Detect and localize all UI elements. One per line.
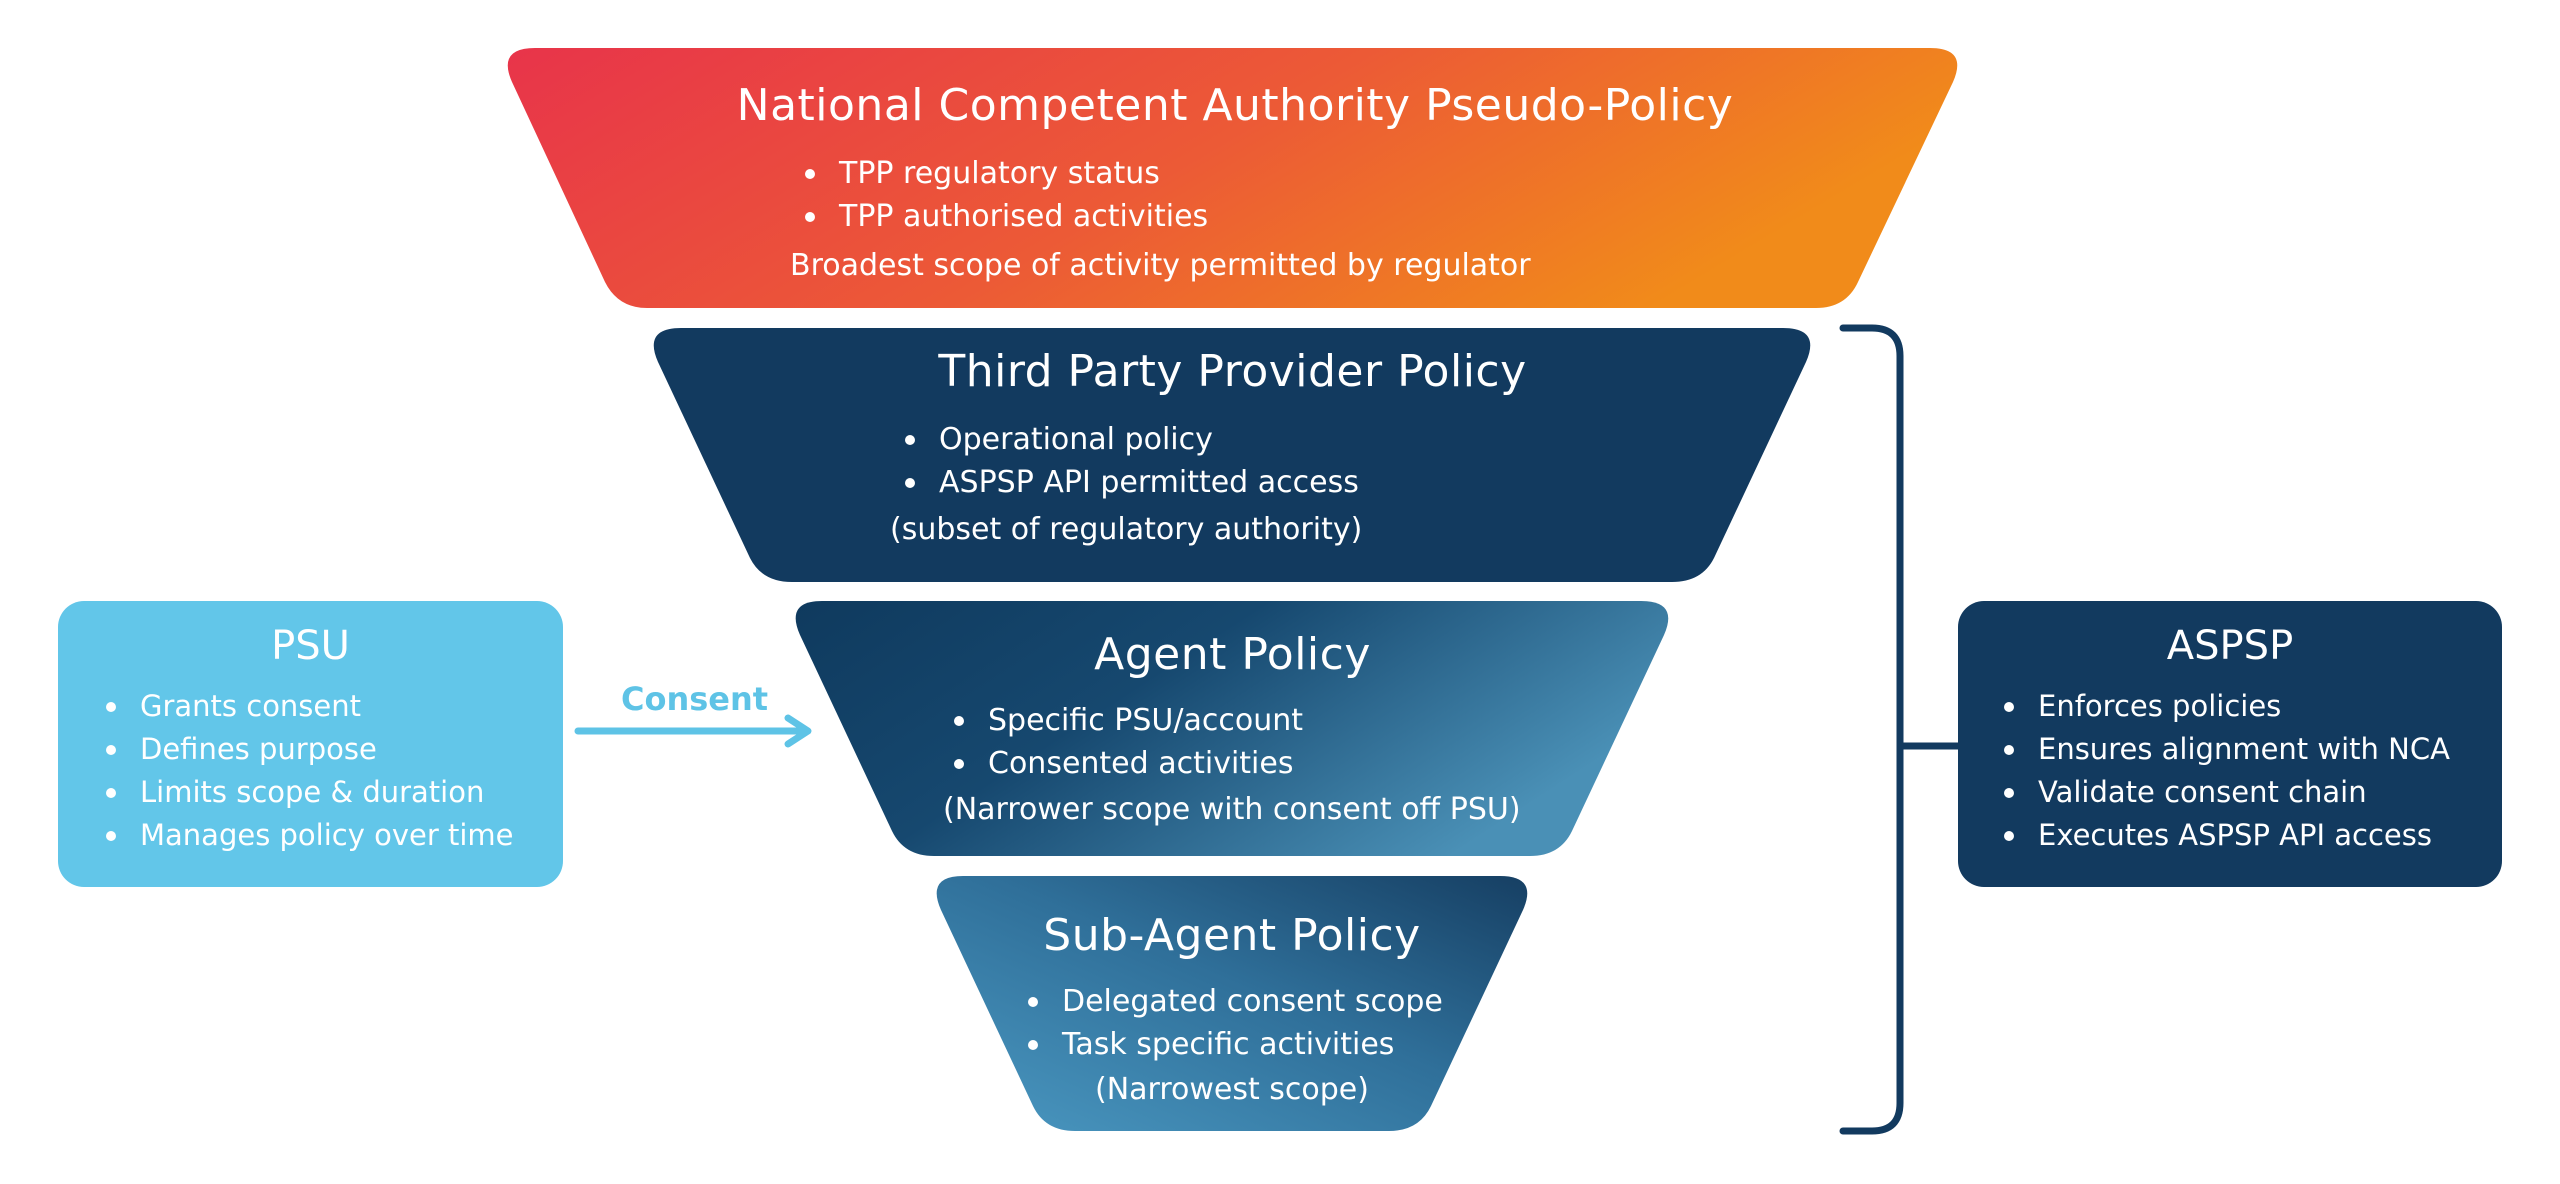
psu-bullets: Grants consent Defines purpose Limits sc… (100, 685, 514, 857)
tier-tpp-title: Third Party Provider Policy (938, 346, 1527, 397)
tier-tpp-note: (subset of regulatory authority) (890, 512, 1363, 547)
tier-agent: Agent Policy Specific PSU/account Consen… (785, 601, 1680, 856)
tier-subagent: Sub-Agent Policy Delegated consent scope… (926, 876, 1538, 1131)
psu-title: PSU (271, 623, 350, 669)
list-item: Operational policy (903, 418, 1359, 461)
list-item: Consented activities (952, 742, 1303, 785)
tier-agent-shape (795, 601, 1669, 856)
list-item: Validate consent chain (1998, 771, 2450, 814)
list-item: Ensures alignment with NCA (1998, 728, 2450, 771)
tier-tpp-bullets: Operational policy ASPSP API permitted a… (903, 418, 1359, 504)
tier-subagent-shape (936, 876, 1528, 1131)
aspsp-title: ASPSP (2166, 623, 2294, 669)
list-item: Limits scope & duration (100, 771, 514, 814)
list-item: TPP authorised activities (803, 195, 1208, 238)
list-item: TPP regulatory status (803, 152, 1208, 195)
list-item: Specific PSU/account (952, 699, 1303, 742)
tier-tpp-shape (653, 328, 1811, 582)
tier-nca: National Competent Authority Pseudo-Poli… (500, 48, 1970, 308)
list-item: Delegated consent scope (1026, 980, 1443, 1023)
list-item: Grants consent (100, 685, 514, 728)
tier-agent-bullets: Specific PSU/account Consented activitie… (952, 699, 1303, 785)
tier-agent-note: (Narrower scope with consent off PSU) (943, 792, 1521, 827)
tier-subagent-bullets: Delegated consent scope Task specific ac… (1026, 980, 1443, 1066)
tier-subagent-note: (Narrowest scope) (1095, 1072, 1369, 1107)
tier-nca-note: Broadest scope of activity permitted by … (790, 248, 1531, 283)
aspsp-bracket (1839, 324, 1904, 1135)
tier-nca-bullets: TPP regulatory status TPP authorised act… (803, 152, 1208, 238)
list-item: Executes ASPSP API access (1998, 814, 2450, 857)
tier-tpp: Third Party Provider Policy Operational … (650, 328, 1815, 582)
list-item: Defines purpose (100, 728, 514, 771)
list-item: ASPSP API permitted access (903, 461, 1359, 504)
list-item: Manages policy over time (100, 814, 514, 857)
tier-nca-title: National Competent Authority Pseudo-Poli… (736, 80, 1734, 131)
list-item: Task specific activities (1026, 1023, 1443, 1066)
consent-label: Consent (621, 680, 769, 718)
aspsp-bullets: Enforces policies Ensures alignment with… (1998, 685, 2450, 857)
list-item: Enforces policies (1998, 685, 2450, 728)
tier-nca-shape (507, 48, 1958, 308)
consent-arrow-head (784, 714, 812, 748)
aspsp-box: ASPSP Enforces policies Ensures alignmen… (1958, 601, 2502, 887)
tier-subagent-title: Sub-Agent Policy (1043, 910, 1421, 961)
tier-agent-title: Agent Policy (1094, 629, 1371, 680)
psu-box: PSU Grants consent Defines purpose Limit… (58, 601, 563, 887)
